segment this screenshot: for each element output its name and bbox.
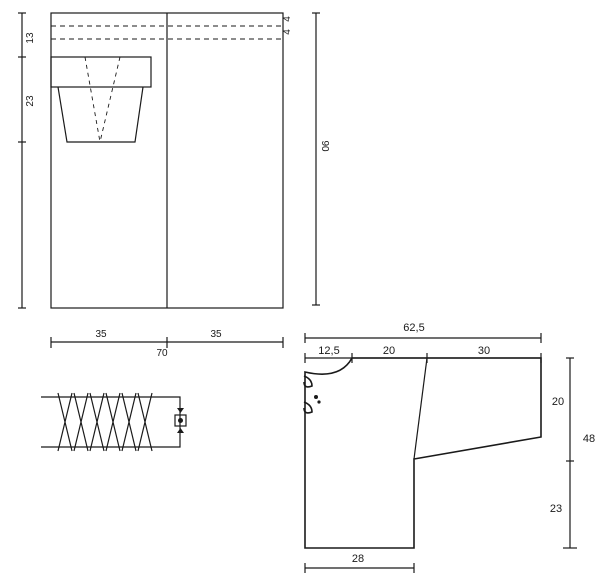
dim-label-sleeve-depth: 20	[552, 396, 564, 408]
dim-label-right-total: 48	[583, 433, 595, 445]
dim-label-bottom-width: 28	[352, 553, 364, 565]
jacket-right-dimension: 20 48 23	[550, 357, 595, 549]
skirt-right-dimension: 4 4 90	[282, 12, 330, 306]
lacing-crosses	[57, 392, 153, 452]
dim-label-height: 90	[319, 140, 330, 152]
jacket-sleeve-seam	[413, 357, 428, 460]
dim-label-bottom-left: 35	[95, 329, 107, 340]
skirt-pattern: 13 23 4 4 90 35 35 70	[18, 12, 330, 359]
skirt-pocket	[50, 56, 152, 143]
skirt-left-dimension: 13 23	[18, 12, 36, 309]
dim-label-left-top: 13	[25, 32, 36, 44]
skirt-bottom-dimension: 35 35 70	[50, 329, 284, 359]
hook-icon	[303, 375, 321, 414]
dim-label-bottom-right: 35	[210, 329, 222, 340]
dim-label-bottom-total: 70	[156, 348, 168, 359]
dim-label-right-lower: 23	[550, 503, 562, 515]
dim-label-shoulder: 20	[383, 345, 395, 357]
jacket-pattern: 62,5 12,5 20 30 20	[303, 322, 595, 573]
pocket-body	[57, 86, 144, 143]
lacing-strip	[41, 396, 181, 448]
dim-label-top-total: 62,5	[403, 322, 424, 334]
dim-label-waistband-a: 4	[282, 16, 293, 22]
button-icon	[174, 408, 187, 433]
jacket-bottom-dimension: 28	[304, 553, 415, 573]
jacket-section-dimension: 12,5 20 30	[304, 345, 542, 363]
pocket-flap	[50, 56, 152, 88]
jacket-top-dimension: 62,5	[304, 322, 542, 343]
dim-label-left-mid: 23	[25, 95, 36, 107]
jacket-outline	[304, 357, 542, 549]
dim-label-sleeve: 30	[478, 345, 490, 357]
pocket-dart-1	[84, 56, 101, 143]
dim-label-neck: 12,5	[318, 345, 339, 357]
lacing-detail	[41, 392, 187, 452]
dim-label-waistband-b: 4	[282, 29, 293, 35]
pocket-dart-2	[99, 56, 121, 143]
